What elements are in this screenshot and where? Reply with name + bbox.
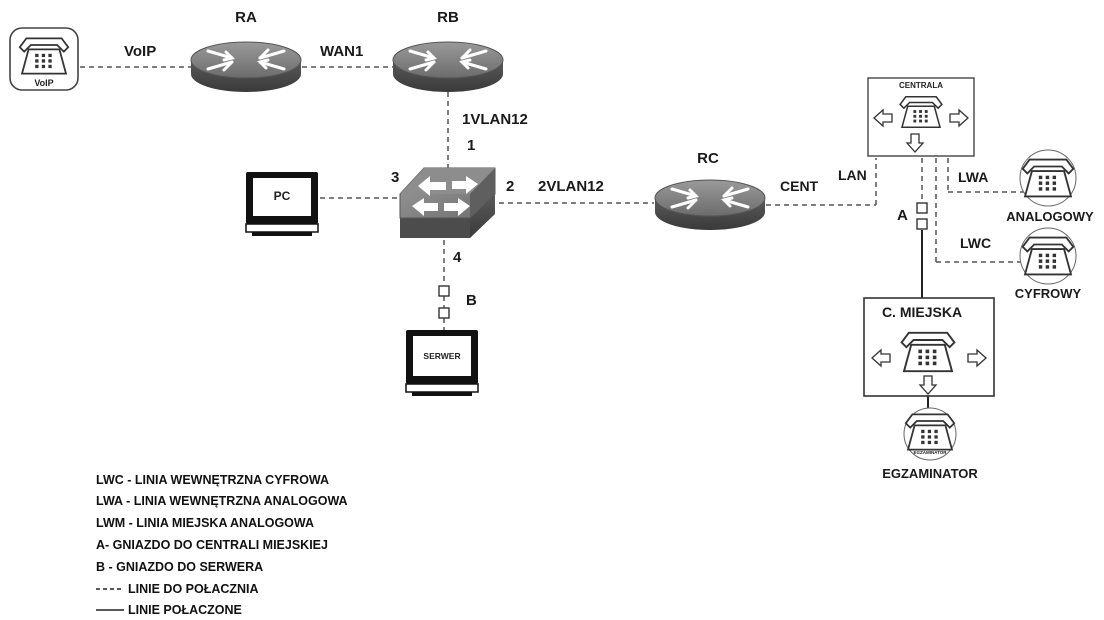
router-ra-label: RA [235,9,257,26]
router-rb: RB [391,9,505,94]
examiner-label: EGZAMINATOR [882,466,978,481]
examiner-phone-label: EGZAMINATOR [913,450,947,455]
port-labels: 1 2 3 4 [391,137,514,266]
legend-item-lwa: LWA - LINIA WEWNĘTRZNA ANALOGOWA [96,494,348,508]
legend-item-lwm: LWM - LINIA MIEJSKA ANALOGOWA [96,516,314,530]
legend-item-solid: LINIE POŁACZONE [128,603,242,617]
c-miejska: C. MIEJSKA [863,297,995,397]
pc: PC [245,172,319,236]
digital-phone: CYFROWY [1015,227,1082,301]
legend: LWC - LINIA WEWNĘTRZNA CYFROWA LWA - LIN… [96,473,348,617]
digital-phone-label: CYFROWY [1015,286,1082,301]
socket-b: B [438,285,477,319]
voip-link-label: VoIP [124,43,156,60]
centrala: CENTRALA [867,77,975,157]
voip-phone: VoIP [9,27,79,91]
legend-item-lwc: LWC - LINIA WEWNĘTRZNA CYFROWA [96,473,329,487]
router-rb-label: RB [437,9,459,26]
lwc-link-label: LWC [960,235,991,251]
analog-phone-label: ANALOGOWY [1006,209,1094,224]
legend-item-socket-a: A- GNIAZDO DO CENTRALI MIEJSKIEJ [96,538,328,552]
router-ra: RA [189,9,303,94]
link-labels: VoIP WAN1 1VLAN12 2VLAN12 CENT LAN LWA L… [124,43,991,251]
router-icon [189,40,303,94]
c-miejska-label: C. MIEJSKA [882,304,962,320]
router-rc: RC [653,150,767,232]
wan1-link-label: WAN1 [320,43,363,60]
server-label: SERWER [423,351,460,361]
cent-link-label: CENT [780,178,819,194]
port-1-label: 1 [467,137,475,154]
switch [399,167,496,238]
socket-a: A [897,202,928,230]
router-icon [653,178,767,232]
connection-lines [80,66,1026,418]
lan-link-label: LAN [838,167,867,183]
centrala-label: CENTRALA [899,81,943,90]
pc-label: PC [274,189,291,203]
legend-item-socket-b: B - GNIAZDO DO SERWERA [96,560,263,574]
analog-phone: ANALOGOWY [1006,149,1094,224]
lwa-link-label: LWA [958,169,988,185]
vlan2-link-label: 2VLAN12 [538,178,604,195]
socket-a-label: A [897,207,908,224]
examiner-phone: EGZAMINATOR EGZAMINATOR [882,407,978,481]
port-4-label: 4 [453,249,462,266]
port-2-label: 2 [506,178,514,195]
voip-phone-label: VoIP [34,78,53,88]
port-3-label: 3 [391,169,399,186]
router-icon [391,40,505,94]
vlan1-link-label: 1VLAN12 [462,111,528,128]
router-rc-label: RC [697,150,719,167]
server: SERWER [405,330,479,396]
socket-b-label: B [466,292,477,309]
legend-item-dashed: LINIE DO POŁACZNIA [128,582,259,596]
